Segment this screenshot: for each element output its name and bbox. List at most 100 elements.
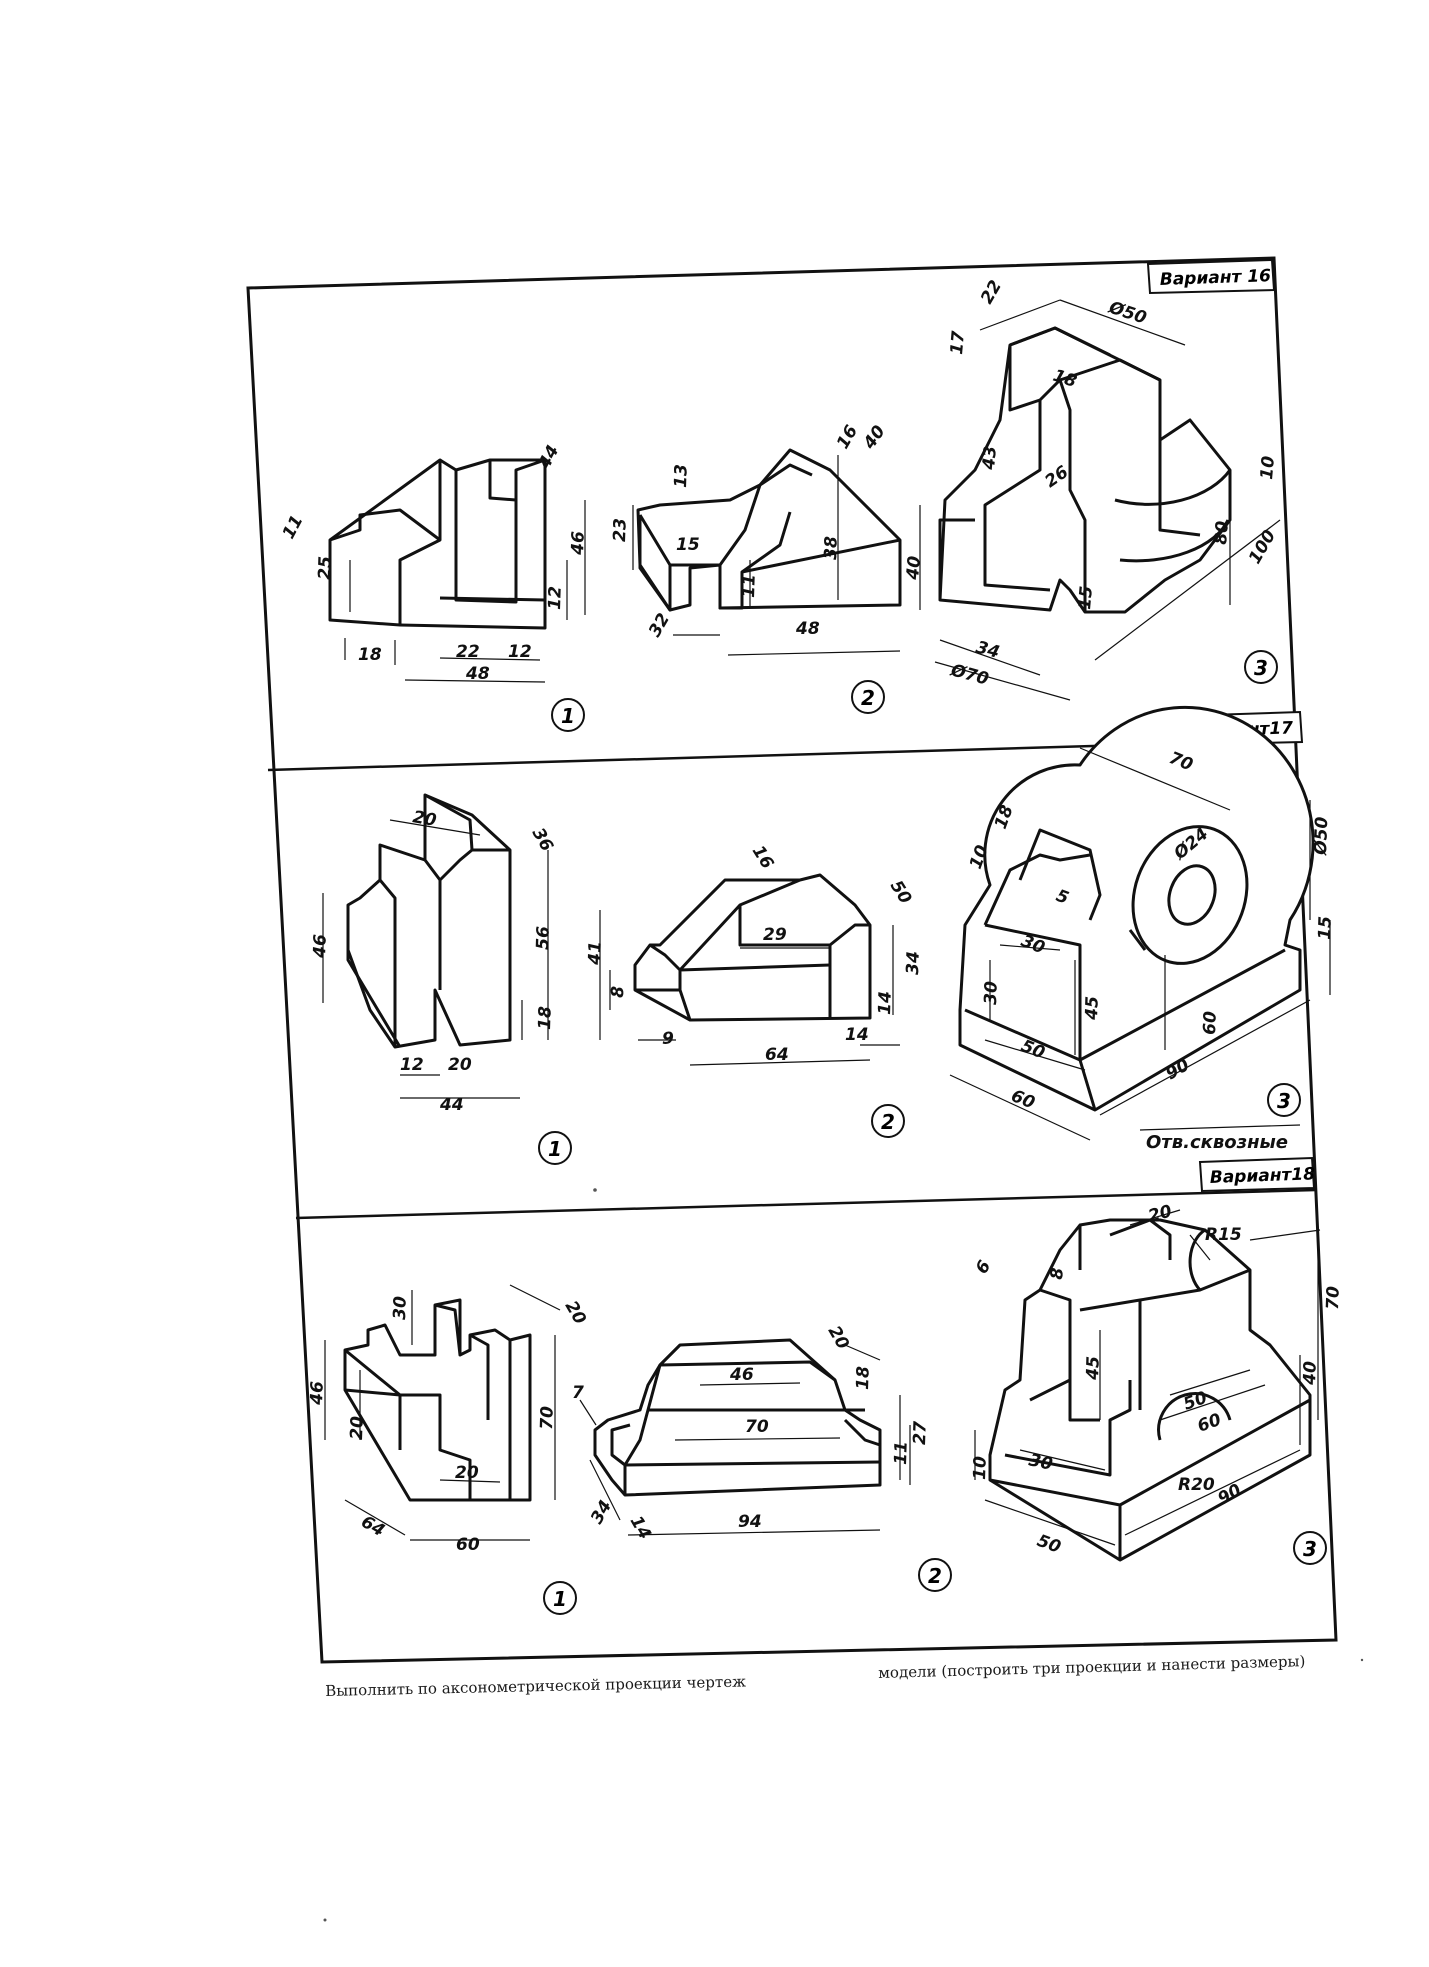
dim-label: 23 xyxy=(610,518,631,542)
dim-label: 17 xyxy=(947,330,969,355)
model-3-drawing xyxy=(988,1218,1312,1562)
dim-label: 12 xyxy=(400,1055,424,1075)
dim-label: 46 xyxy=(310,934,331,960)
dim-label: 45 xyxy=(1082,996,1103,1021)
dim-label: 30 xyxy=(1027,1450,1054,1475)
model-number-badge: 3 xyxy=(1293,1531,1327,1565)
dim-label: 60 xyxy=(1200,1011,1221,1036)
dim-label: 18 xyxy=(853,1366,874,1391)
dim-label: 20 xyxy=(561,1298,590,1329)
dim-label: 12 xyxy=(508,642,532,662)
dim-label: 50 xyxy=(886,877,916,908)
dim-label: 15 xyxy=(676,535,700,555)
dim-label: 43 xyxy=(979,445,1001,471)
dim-label: 14 xyxy=(626,1513,655,1544)
dim-label: 40 xyxy=(903,555,925,581)
dim-label: 6 xyxy=(972,1257,995,1277)
dim-label: 22 xyxy=(456,642,480,662)
dim-label: 25 xyxy=(315,556,336,580)
dim-label: 44 xyxy=(439,1095,464,1115)
dim-label: 8 xyxy=(1047,1267,1068,1281)
svg-text:2: 2 xyxy=(881,1110,895,1134)
dim-label: 10 xyxy=(1257,455,1279,480)
model-number-badge: 1 xyxy=(551,698,585,732)
dim-label: 100 xyxy=(1245,527,1280,568)
model-number-badge: 2 xyxy=(871,1104,905,1138)
dim-label: 56 xyxy=(533,926,554,951)
dim-label: 48 xyxy=(795,619,820,639)
dim-label: 41 xyxy=(585,941,606,966)
dim-label: 60 xyxy=(1008,1086,1038,1113)
dim-label: 11 xyxy=(739,574,760,598)
dim-label: 7 xyxy=(572,1383,584,1403)
model-1-drawing xyxy=(343,1298,532,1502)
dim-label: 14 xyxy=(845,1025,869,1045)
dim-label: 20 xyxy=(448,1055,472,1075)
dim-label: 38 xyxy=(821,536,842,561)
dim-label: 45 xyxy=(1083,1356,1104,1381)
dim-label: 29 xyxy=(763,925,787,945)
model-number-badge: 3 xyxy=(1244,650,1278,684)
model-1-drawing xyxy=(328,458,547,630)
model-note: Отв.сквозные xyxy=(1146,1132,1288,1153)
model-3-drawing xyxy=(958,705,1315,1112)
dim-label: 46 xyxy=(307,1381,328,1407)
dim-label: 20 xyxy=(347,1416,368,1441)
variant-17: Вариант17 xyxy=(310,705,1336,1165)
model-number-badge: 2 xyxy=(851,680,885,714)
dim-label: 40 xyxy=(1300,1361,1321,1387)
dim-label: 50 xyxy=(1034,1531,1063,1558)
model-number-badge: 1 xyxy=(543,1581,577,1615)
model-2-drawing xyxy=(636,448,902,612)
dim-label: 30 xyxy=(981,981,1002,1006)
divider-line xyxy=(295,1188,1317,1220)
sheet-frame xyxy=(246,256,1338,1664)
svg-text:1: 1 xyxy=(561,704,575,728)
svg-text:1: 1 xyxy=(553,1587,567,1611)
svg-text:3: 3 xyxy=(1303,1537,1317,1561)
dim-label: 34 xyxy=(587,1497,616,1528)
variant-title: Вариант 16 xyxy=(1159,266,1271,290)
dim-label: 8 xyxy=(608,985,628,998)
dim-label: 70 xyxy=(537,1406,558,1431)
dim-label: 40 xyxy=(859,422,890,454)
dim-label: 46 xyxy=(568,531,589,557)
dim-label: 16 xyxy=(833,422,862,453)
dim-label: 70 xyxy=(1323,1286,1344,1311)
dim-label: 48 xyxy=(465,664,490,684)
dim-label: 20 xyxy=(411,807,438,831)
dim-label: 30 xyxy=(390,1296,411,1321)
dim-label: 11 xyxy=(891,1441,912,1465)
svg-text:2: 2 xyxy=(928,1564,942,1588)
dim-label: 16 xyxy=(748,842,778,873)
dim-label: 32 xyxy=(645,610,674,641)
dim-label: 18 xyxy=(535,1006,556,1031)
dim-label: 70 xyxy=(745,1417,769,1437)
variant-title: Вариант18 xyxy=(1209,1164,1315,1188)
model-2-drawing xyxy=(593,1338,882,1497)
model-3-drawing xyxy=(938,326,1232,614)
dim-label: 34 xyxy=(974,638,1002,663)
dim-label: 64 xyxy=(765,1045,789,1065)
dim-label: 14 xyxy=(875,991,896,1015)
dim-label: 15 xyxy=(1075,585,1097,610)
dim-label: 44 xyxy=(534,442,563,473)
dim-label: 18 xyxy=(358,645,382,665)
variant-18: Вариант18 xyxy=(307,1156,1344,1615)
dim-label: 60 xyxy=(456,1535,480,1555)
scan-specks xyxy=(323,1188,1364,1922)
dim-label: 11 xyxy=(279,512,308,542)
dim-label: Ø50 xyxy=(1311,816,1332,856)
variant-16: Вариант 16 xyxy=(279,258,1281,732)
svg-text:3: 3 xyxy=(1254,656,1268,680)
dim-label: 36 xyxy=(528,825,557,856)
dim-label: 34 xyxy=(903,951,924,975)
model-1-drawing xyxy=(346,793,512,1049)
dim-label: 9 xyxy=(662,1029,674,1049)
model-number-badge: 1 xyxy=(538,1131,572,1165)
svg-text:1: 1 xyxy=(548,1137,562,1161)
dim-label: 27 xyxy=(910,1421,931,1446)
dim-label: 22 xyxy=(977,277,1006,308)
dim-label: 46 xyxy=(729,1365,754,1385)
